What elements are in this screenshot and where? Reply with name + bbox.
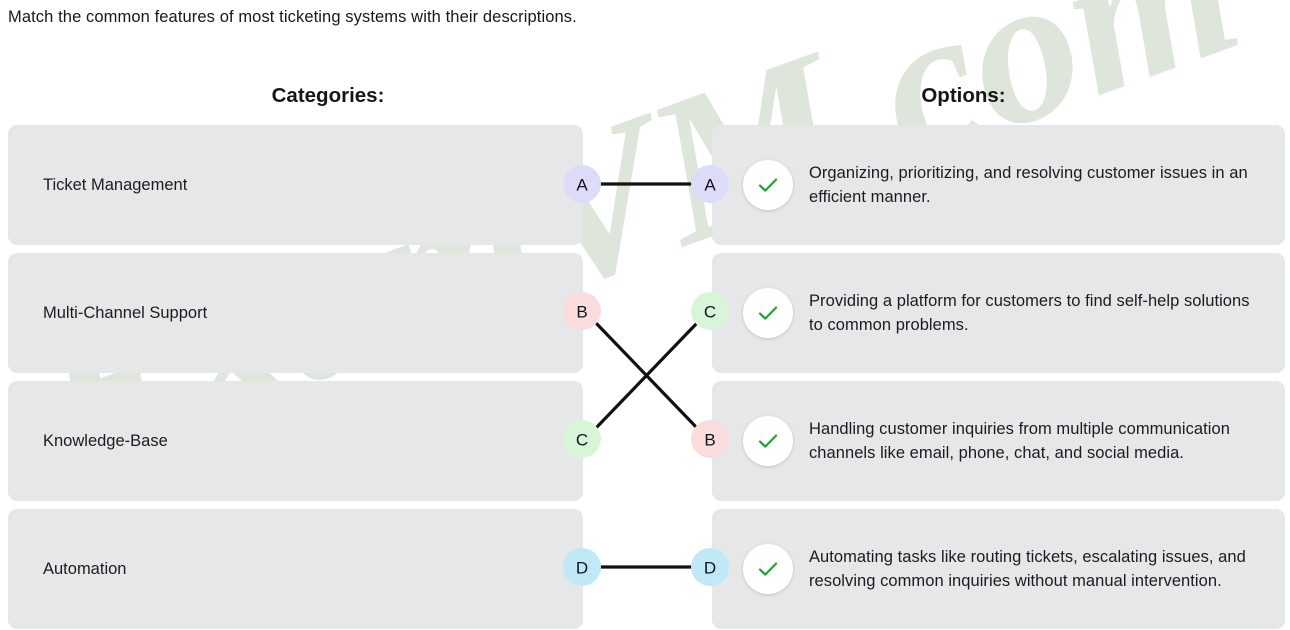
check-icon <box>743 416 793 466</box>
category-label: Ticket Management <box>43 176 188 194</box>
option-text: Organizing, prioritizing, and resolving … <box>809 164 1248 206</box>
categories-heading: Categories: <box>271 84 385 107</box>
category-card[interactable]: Multi-Channel Support <box>8 253 583 373</box>
option-text: Handling customer inquiries from multipl… <box>809 420 1230 462</box>
category-label: Multi-Channel Support <box>43 304 208 322</box>
option-card[interactable]: Handling customer inquiries from multipl… <box>712 381 1285 501</box>
category-card[interactable]: Knowledge-Base <box>8 381 583 501</box>
category-label: Automation <box>43 560 127 578</box>
categories-column: Ticket Management Multi-Channel Support … <box>8 125 583 629</box>
option-text: Automating tasks like routing tickets, e… <box>809 548 1246 590</box>
check-icon <box>743 288 793 338</box>
connector-line-b-b[interactable] <box>593 320 700 431</box>
option-card[interactable]: Automating tasks like routing tickets, e… <box>712 509 1285 629</box>
options-heading: Options: <box>921 84 1006 107</box>
connector-line-c-c[interactable] <box>593 320 700 431</box>
option-card[interactable]: Providing a platform for customers to fi… <box>712 253 1285 373</box>
check-icon <box>743 160 793 210</box>
option-text: Providing a platform for customers to fi… <box>809 292 1250 334</box>
category-label: Knowledge-Base <box>43 432 168 450</box>
question-prompt: Match the common features of most ticket… <box>8 8 577 26</box>
category-card[interactable]: Ticket Management <box>8 125 583 245</box>
check-icon <box>743 544 793 594</box>
category-card[interactable]: Automation <box>8 509 583 629</box>
option-card[interactable]: Organizing, prioritizing, and resolving … <box>712 125 1285 245</box>
options-column: Organizing, prioritizing, and resolving … <box>712 125 1285 629</box>
